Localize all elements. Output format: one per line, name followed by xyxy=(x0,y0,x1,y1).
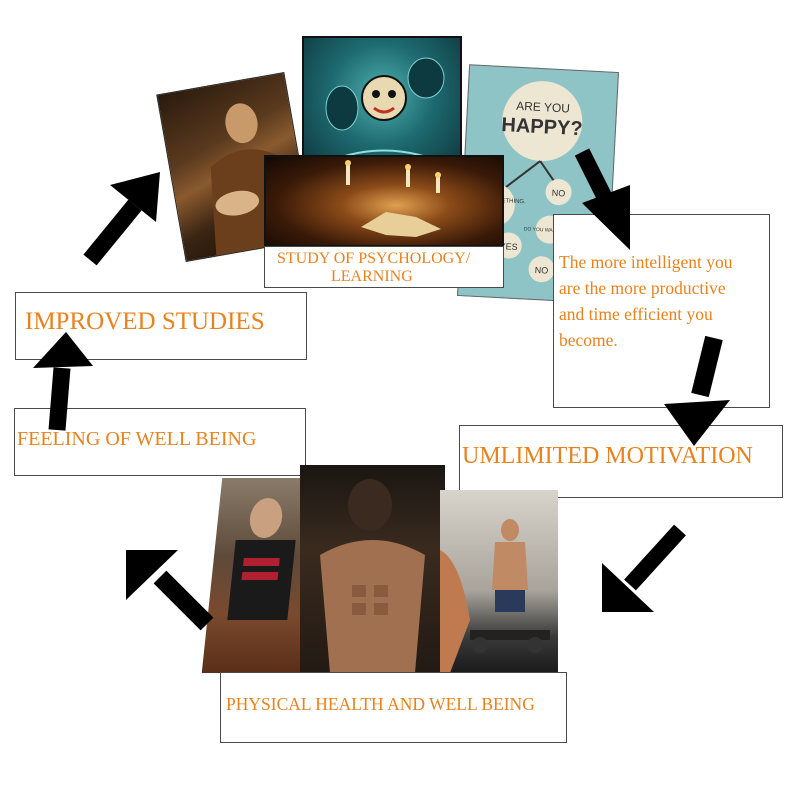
poster-doyou: DO YOU WANT TO BE xyxy=(524,226,577,235)
gym-dumbbells-photo xyxy=(440,490,558,673)
arrow-up-right-top xyxy=(83,172,160,266)
intelligent-line-4: become. xyxy=(559,330,618,350)
arrow-down-right-2 xyxy=(664,335,730,446)
wellbeing-label: FEELING OF WELL BEING xyxy=(17,428,257,450)
poster-yes: YES xyxy=(499,241,518,252)
motivation-label: UMLIMITED MOTIVATION xyxy=(462,443,753,469)
arrow-down-right-1 xyxy=(574,148,630,250)
shirtless-torso-photo xyxy=(300,465,445,673)
arrow-up-left-bottom xyxy=(126,550,214,631)
node-physical: PHYSICAL HEALTH AND WELL BEING xyxy=(220,672,567,743)
intelligent-line-2: are the more productive xyxy=(559,278,726,298)
torso-figure xyxy=(320,479,425,673)
node-intelligent: The more intelligent you are the more pr… xyxy=(553,214,770,408)
arrow-up-left-side xyxy=(33,332,93,431)
node-study: STUDY OF PSYCHOLOGY/ LEARNING xyxy=(264,246,504,288)
study-label-line1: STUDY OF PSYCHOLOGY/ xyxy=(277,250,471,267)
arrow-down-left xyxy=(602,524,686,612)
man-tshirt-photo xyxy=(201,478,328,673)
poster-no1: NO xyxy=(552,188,566,199)
intelligent-line-1: The more intelligent you xyxy=(559,252,733,272)
node-improved: IMPROVED STUDIES xyxy=(15,292,307,360)
improved-label: IMPROVED STUDIES xyxy=(25,308,265,335)
poster-no2: NO xyxy=(534,265,548,276)
candle-scene xyxy=(345,160,441,237)
man-figure xyxy=(227,498,296,620)
poster-line2: HAPPY? xyxy=(501,114,583,140)
study-label-line2: LEARNING xyxy=(331,268,413,285)
intelligent-line-3: and time efficient you xyxy=(559,304,713,324)
poster-line1: ARE YOU xyxy=(516,99,570,116)
gym-figure xyxy=(440,519,550,673)
physical-label: PHYSICAL HEALTH AND WELL BEING xyxy=(226,694,535,714)
node-motivation: UMLIMITED MOTIVATION xyxy=(459,425,783,498)
